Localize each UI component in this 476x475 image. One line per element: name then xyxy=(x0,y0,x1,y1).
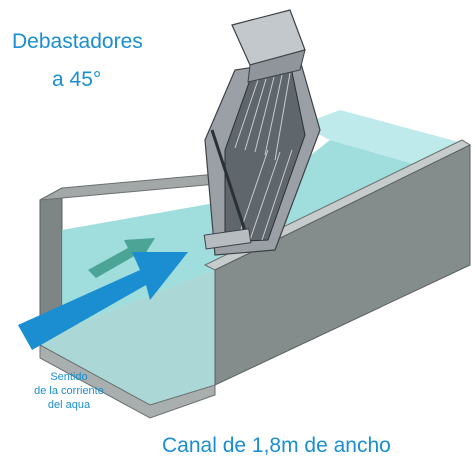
rake-arm xyxy=(210,129,250,241)
base-plate xyxy=(203,228,252,250)
flow-label-line-3: del aqua xyxy=(47,399,91,411)
screen-machine xyxy=(203,9,321,256)
title-debastadores: Debastadores xyxy=(12,30,143,53)
channel-bottom-slab xyxy=(39,344,216,419)
flow-label-line-2: de la corriente xyxy=(34,385,104,397)
channel-right-wall-face xyxy=(214,144,471,386)
flow-arrow-underwater xyxy=(88,238,155,278)
channel-width-label: Canal de 1,8m de ancho xyxy=(162,434,391,457)
flow-direction-label: Sentido de la corriente del aqua xyxy=(14,370,124,412)
title-angle: a 45° xyxy=(52,68,102,91)
channel-floor-front xyxy=(40,270,215,405)
flow-arrow-icon xyxy=(18,252,188,350)
flow-label-line-1: Sentido xyxy=(50,371,88,383)
drive-housing-side xyxy=(247,49,306,83)
